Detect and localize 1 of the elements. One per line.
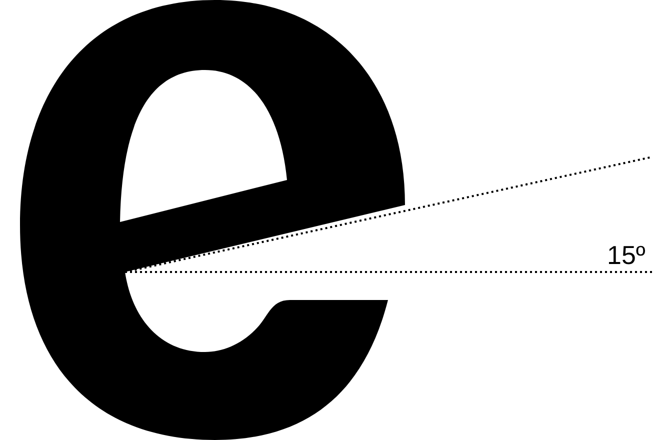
angle-label: 15º <box>607 240 646 270</box>
